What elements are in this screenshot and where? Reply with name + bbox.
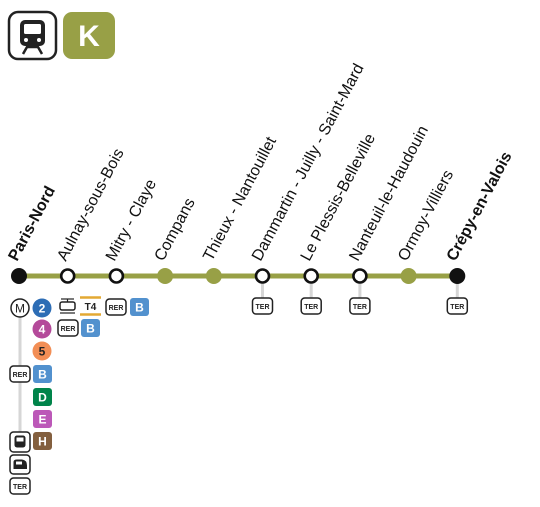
rer-icon: RER: [57, 319, 79, 337]
rer-line-b-label: B: [86, 322, 95, 336]
rer-label: RER: [61, 326, 76, 333]
train-icon: [9, 431, 31, 453]
rer-line-d-label: D: [38, 391, 47, 405]
transilien-line-e-badge: E: [33, 410, 52, 428]
rer-icon: RER: [9, 365, 31, 383]
station-label-paris-nord: Paris-Nord: [6, 184, 59, 264]
high-speed-train-icon: [9, 454, 31, 475]
metro-line-2-label: 2: [39, 302, 46, 316]
transilien-line-h-label: H: [38, 435, 47, 449]
metro-line-5-label: 5: [39, 345, 46, 359]
metro-icon: M: [10, 298, 30, 318]
station-label-compans: Compans: [152, 195, 199, 263]
aulnay-connections: T4 RER B: [57, 296, 101, 337]
transilien-line-e-label: E: [38, 413, 46, 427]
ter-label: TER: [353, 304, 367, 311]
ter-label: TER: [13, 484, 27, 491]
tram-line-t4-label: T4: [85, 302, 97, 313]
rer-line-b-badge: B: [130, 298, 149, 316]
ter-icon: TER: [349, 297, 371, 315]
station-marker-ormoy-villiers: [400, 268, 417, 284]
tram-icon: [57, 296, 78, 315]
ter-icon: TER: [9, 477, 31, 495]
line-letter: K: [78, 20, 100, 53]
station-marker-le-plessis-belleville: [303, 268, 320, 284]
ter-label: TER: [450, 304, 464, 311]
tram-line-t4-badge: T4: [80, 296, 101, 316]
train-mode-icon: [7, 10, 58, 61]
ter-label: TER: [256, 304, 270, 311]
ter-label: TER: [304, 304, 318, 311]
station-marker-crepy-en-valois: [449, 268, 466, 284]
station-label-mitry-claye: Mitry - Claye: [103, 177, 160, 264]
station-label-crepy-en-valois: Crépy-en-Valois: [444, 149, 516, 264]
transilien-line-h-badge: H: [33, 432, 52, 450]
station-marker-aulnay-sous-bois: [59, 268, 76, 284]
line-k-badge: K: [63, 12, 115, 59]
metro-label: M: [15, 302, 25, 316]
rer-label: RER: [109, 305, 124, 312]
station-marker-paris-nord: [11, 268, 27, 284]
metro-line-2-badge: 2: [32, 298, 52, 318]
metro-line-4-label: 4: [39, 323, 46, 337]
ter-icon: TER: [251, 297, 274, 315]
rer-icon: RER: [105, 298, 127, 316]
rer-line-d-badge: D: [33, 388, 52, 406]
mitry-claye-connections: RER B: [105, 298, 149, 316]
rer-line-b-label: B: [38, 368, 47, 382]
station-marker-nanteuil-le-haudouin: [352, 268, 368, 284]
station-marker-thieux-nantouillet: [205, 268, 222, 284]
rer-line-b-badge: B: [81, 319, 100, 337]
station-marker-compans: [157, 268, 174, 284]
metro-line-5-badge: 5: [32, 341, 52, 361]
metro-line-4-badge: 4: [32, 319, 52, 339]
ter-icon: TER: [446, 297, 469, 315]
rer-line-b-badge: B: [33, 365, 52, 383]
rer-label: RER: [13, 372, 28, 379]
rer-line-b-label: B: [135, 301, 144, 315]
station-marker-mitry-claye: [108, 268, 125, 284]
ter-icon: TER: [300, 297, 322, 315]
paris-nord-connections: M 2 4 5 RER B D: [9, 298, 52, 495]
station-marker-dammartin-juilly-saint-mard: [254, 268, 271, 284]
